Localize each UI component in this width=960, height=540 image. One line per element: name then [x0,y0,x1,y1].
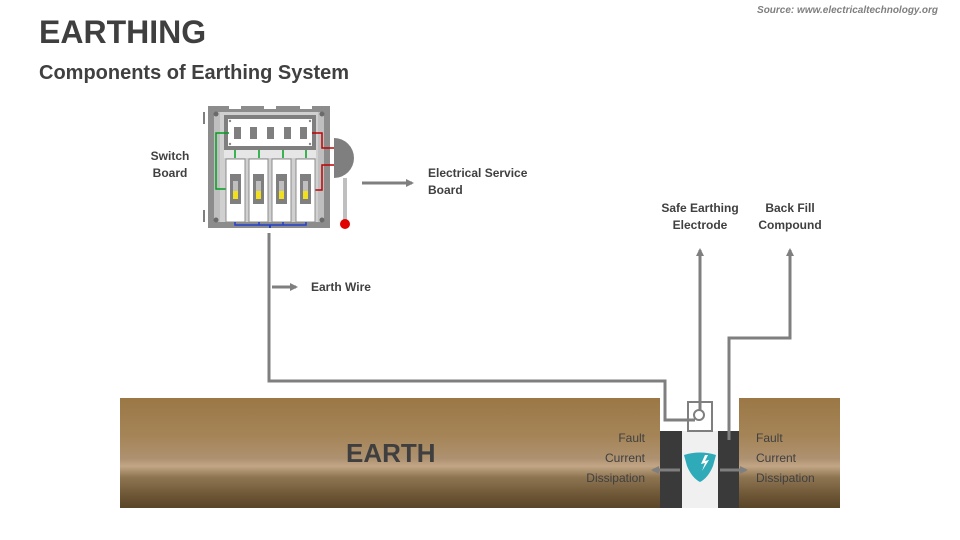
label-earth-wire: Earth Wire [311,280,371,294]
breaker [225,158,246,223]
earth-ground-right [739,398,840,508]
page-subtitle: Components of Earthing System [39,62,350,84]
breaker [248,158,269,223]
switch-dome-icon [334,138,354,178]
breaker [295,158,316,223]
shield-lightning-icon [684,452,716,482]
label-electrical-service-board: Electrical Service Board [428,166,528,197]
source-credit: Source: www.electricaltechnology.org [757,5,938,16]
terminal-slots [234,127,307,139]
label-earth: EARTH [346,438,436,468]
earth-ground-left [120,398,660,508]
earth-wire [267,233,695,422]
page-title: EARTHING [39,14,207,50]
breaker [271,158,292,223]
switch-board [203,106,354,229]
label-fault-current-left: Fault Current Dissipation [586,431,645,485]
label-safe-earthing-electrode: Safe Earthing Electrode [661,201,739,232]
label-switch-board: Switch Board [150,149,190,180]
label-back-fill-compound: Back Fill Compound [758,201,822,232]
label-fault-current-right: Fault Current Dissipation [756,431,815,485]
electrode-ring [693,409,705,421]
switch-handle-knob-icon [340,219,350,229]
arrow-up-icon [727,248,794,440]
